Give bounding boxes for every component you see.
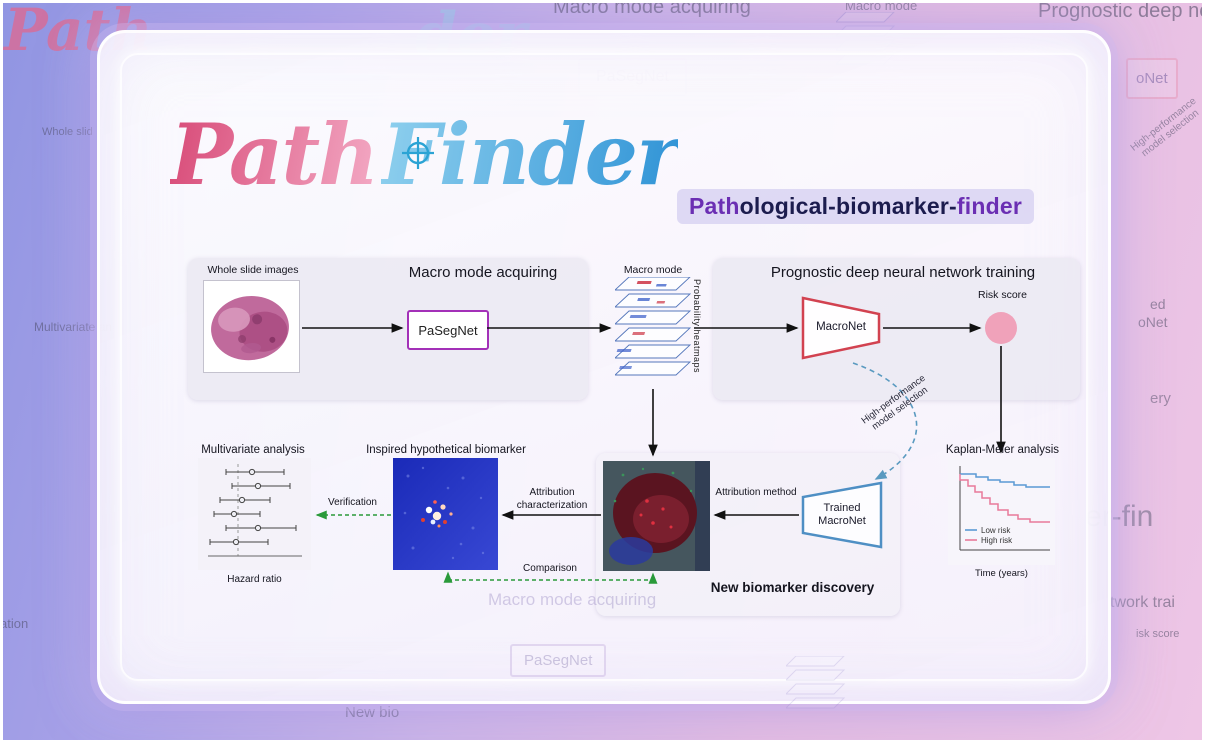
- label-attribution-method: Attribution method: [715, 487, 797, 498]
- background-echo-text: High-performance model selection: [1128, 95, 1202, 160]
- macronet-label: MacroNet: [816, 321, 866, 334]
- label-verification: Verification: [328, 497, 377, 508]
- biomarker-heatmap-image: [393, 458, 498, 570]
- logo-path-word: Path: [170, 105, 379, 204]
- subtitle-part2: ological-biomarker-: [739, 193, 957, 219]
- background-echo-text: oNet: [1138, 314, 1168, 330]
- km-legend-high-label: High risk: [981, 536, 1013, 545]
- background-echo-text: ery: [1150, 390, 1171, 407]
- background-echo-text: Prognostic deep ne: [1038, 0, 1205, 22]
- trained-macronet-label: Trained MacroNet: [818, 502, 866, 527]
- macro-mode-stack: [615, 277, 691, 376]
- title-new-biomarker-discovery: New biomarker discovery: [710, 580, 875, 595]
- background-echo-text: Macro mode acquiring: [553, 0, 751, 18]
- label-macro-mode: Macro mode: [623, 264, 683, 276]
- whole-slide-image-thumbnail: [203, 280, 300, 373]
- background-echo-text: Macro mode acquiring: [488, 590, 657, 609]
- label-hazard-ratio: Hazard ratio: [227, 574, 282, 585]
- crosshair-icon: [402, 137, 434, 169]
- trained-macronet-shape: [801, 481, 883, 549]
- label-comparison: Comparison: [523, 563, 577, 574]
- label-probability-heatmaps: Probability heatmaps: [692, 279, 702, 374]
- pasegnet-label: PaSegNet: [418, 322, 478, 338]
- background-echo-text: PaSegNet: [510, 644, 607, 677]
- label-attribution-characterization: Attribution characterization: [516, 487, 588, 511]
- label-time-years: Time (years): [975, 568, 1028, 579]
- km-legend-low-label: Low risk: [981, 526, 1011, 535]
- ghost-stack-icon: [786, 656, 846, 709]
- macronet-shape: [801, 296, 881, 360]
- title-kaplan-meier: Kaplan-Meier analysis: [945, 444, 1060, 456]
- label-risk-score: Risk score: [977, 289, 1027, 301]
- background-echo-text: ed: [1150, 296, 1166, 312]
- pasegnet-box: PaSegNet: [407, 310, 489, 350]
- background-echo-text: ation: [0, 616, 29, 631]
- background-echo-text: Whole slid: [42, 126, 93, 138]
- forest-plot: [198, 458, 311, 570]
- background-echo-text: Macro mode: [845, 0, 918, 13]
- segmentation-image: [603, 461, 710, 571]
- logo-finder-word: Finder: [381, 105, 680, 204]
- km-high-risk-curve: [959, 474, 1050, 523]
- label-whole-slide-images: Whole slide images: [207, 264, 299, 276]
- title-macro-mode-acquiring: Macro mode acquiring: [408, 264, 558, 281]
- title-inspired-biomarker: Inspired hypothetical biomarker: [366, 444, 526, 456]
- background-echo-text: oNet: [1126, 58, 1178, 99]
- title-prognostic-training: Prognostic deep neural network training: [770, 264, 1036, 281]
- background-echo-text: twork trai: [1110, 594, 1175, 611]
- macronet-trapezoid: MacroNet: [801, 296, 881, 360]
- subtitle-part1: Path: [689, 193, 740, 219]
- kaplan-meier-plot: Low risk High risk: [948, 458, 1055, 565]
- trained-macronet-trapezoid: Trained MacroNet: [801, 481, 883, 549]
- pathfinder-logo: PathFinder: [170, 105, 680, 204]
- background-echo-text: New bio: [345, 704, 400, 721]
- main-card: PathFinder Pathological-biomarker-finder…: [97, 30, 1111, 704]
- risk-score-circle: [985, 312, 1017, 344]
- subtitle-part3: finder: [956, 193, 1022, 219]
- km-low-risk-curve: [960, 473, 1050, 488]
- subtitle: Pathological-biomarker-finder: [677, 189, 1034, 224]
- title-multivariate-analysis: Multivariate analysis: [201, 444, 305, 456]
- background-echo-text: Multivariate an: [34, 320, 113, 334]
- background-echo-text: isk score: [1136, 628, 1180, 640]
